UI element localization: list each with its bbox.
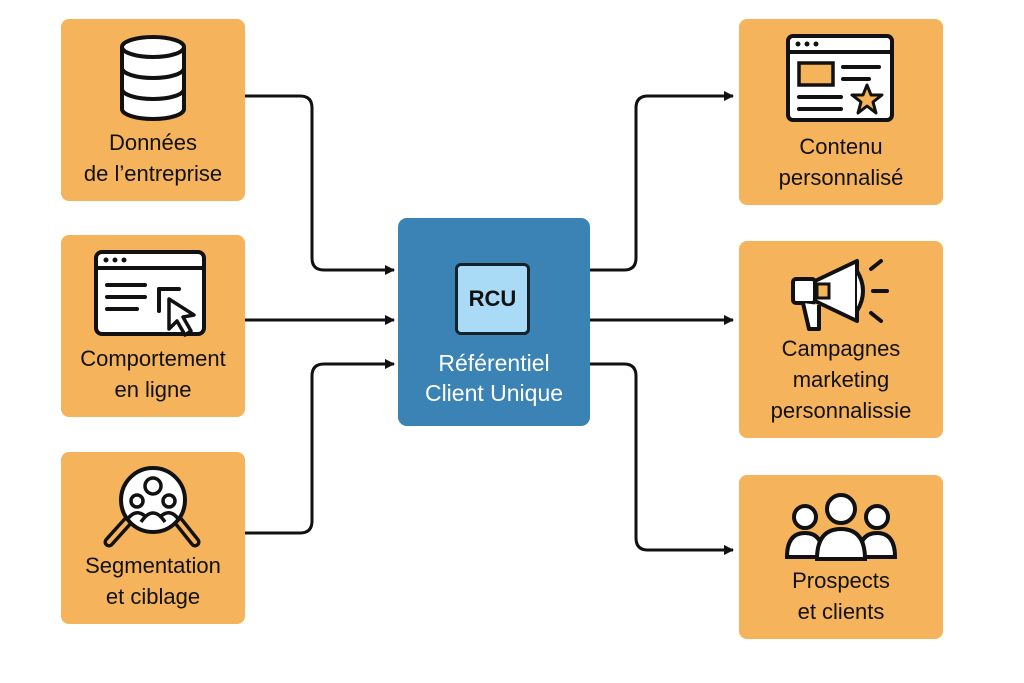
arrow-segmentation-to-rcu [245,359,395,535]
label-comportement: Comportement en ligne [80,346,226,402]
webpage-star-icon [786,34,894,122]
input-box-segmentation: Segmentation et ciblage [61,452,245,624]
output-box-prospects: Prospects et clients [739,475,943,639]
label-donnees: Données de l’entreprise [83,130,223,186]
label-contenu: Contenu personnalisé [778,134,904,190]
browser-click-icon [94,250,206,337]
label-campagnes: Campagnes marketing personnalissie [770,336,912,423]
arrow-donnees-to-rcu [245,94,395,275]
output-box-contenu: Contenu personnalisé [739,19,943,205]
label-segmentation: Segmentation et ciblage [85,553,221,609]
output-box-campagnes: Campagnes marketing personnalissie [739,241,943,438]
input-box-comportement: Comportement en ligne [61,235,245,417]
megaphone-icon [791,259,889,331]
magnifier-people-icon [103,466,201,548]
arrow-rcu-to-prospects [590,362,734,555]
people-group-icon [784,493,898,561]
rcu-badge: RCU [455,263,530,335]
database-icon [120,35,186,121]
input-box-donnees: Données de l’entreprise [61,19,245,201]
label-prospects: Prospects et clients [792,568,890,624]
rcu-hub: RCU Référentiel Client Unique [398,218,590,426]
arrow-rcu-to-contenu [590,91,734,272]
rcu-label: Référentiel Client Unique [424,350,564,406]
